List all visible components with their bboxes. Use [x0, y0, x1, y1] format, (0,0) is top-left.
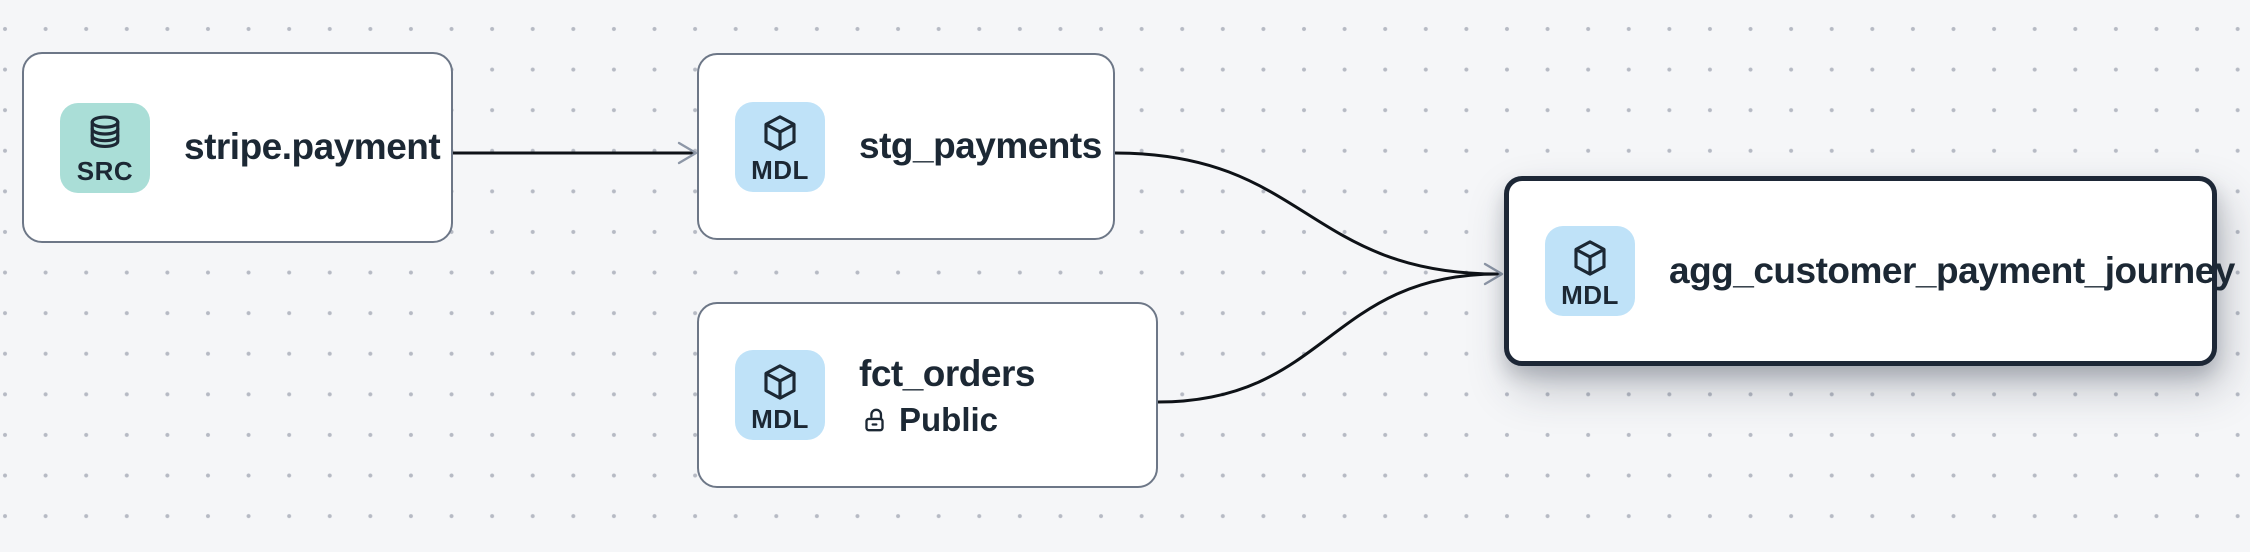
node-type-label: MDL	[751, 403, 809, 434]
node-title: stg_payments	[859, 125, 1102, 167]
lineage-node-agg-customer-payment-journey[interactable]: MDL agg_customer_payment_journey	[1504, 176, 2235, 366]
lock-open-icon	[859, 405, 890, 436]
edge-stg-payments-to-agg-customer-payment-journey[interactable]	[1114, 151, 1501, 276]
node-type-badge: MDL	[735, 101, 825, 192]
cube-icon	[1569, 237, 1611, 279]
node-type-label: SRC	[76, 156, 134, 186]
node-type-badge: MDL	[1545, 226, 1635, 316]
node-text: stg_payments	[859, 123, 1102, 169]
cube-icon	[759, 112, 801, 154]
database-icon	[84, 113, 126, 155]
node-title: fct_orders	[859, 353, 1035, 395]
node-access-label: Public	[899, 401, 999, 439]
node-title: stripe.payment	[184, 126, 441, 168]
node-title: agg_customer_payment_journey	[1669, 249, 2235, 291]
node-type-badge: MDL	[735, 350, 825, 440]
lineage-node-stg-payments[interactable]: MDL stg_payments	[697, 53, 1115, 240]
node-type-badge: SRC	[60, 102, 150, 193]
lineage-node-stripe-payment[interactable]: SRC stripe.payment	[22, 52, 453, 243]
node-text: stripe.payment	[184, 124, 441, 170]
node-type-label: MDL	[1561, 279, 1619, 310]
node-text: agg_customer_payment_journey	[1669, 248, 2235, 294]
edge-fct-orders-to-agg-customer-payment-journey[interactable]	[1157, 272, 1501, 404]
node-access-subtitle: Public	[859, 402, 1035, 438]
node-type-label: MDL	[751, 155, 809, 185]
cube-icon	[759, 361, 801, 403]
